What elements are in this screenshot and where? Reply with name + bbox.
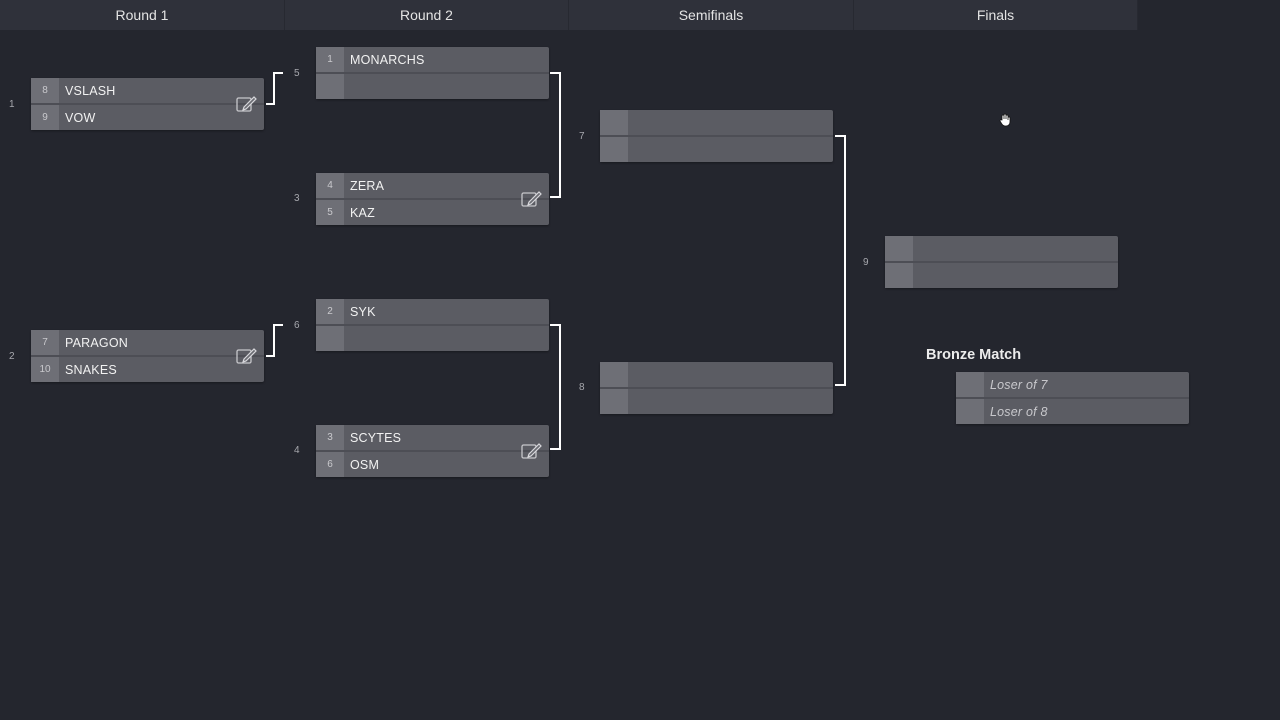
seed-number: 7 <box>31 330 59 355</box>
match-1[interactable]: 8 VSLASH 9 VOW <box>31 78 264 130</box>
match-slot-top[interactable]: 4 ZERA <box>316 173 549 198</box>
match-slot-bottom[interactable] <box>600 389 833 414</box>
match-slot-bottom[interactable] <box>316 326 549 351</box>
seed-number <box>316 74 344 99</box>
seed-number: 1 <box>316 47 344 72</box>
slot-divider <box>885 261 1118 263</box>
bronze-match[interactable]: Loser of 7 Loser of 8 <box>956 372 1189 424</box>
match-number-6: 6 <box>294 320 300 331</box>
slot-divider <box>316 72 549 74</box>
seed-number: 8 <box>31 78 59 103</box>
match-slot-top[interactable]: 2 SYK <box>316 299 549 324</box>
slot-divider <box>956 397 1189 399</box>
team-name: PARAGON <box>65 335 128 350</box>
match-slot-bottom[interactable]: 9 VOW <box>31 105 264 130</box>
match-4[interactable]: 3 SCYTES 6 OSM <box>316 425 549 477</box>
round-header-round-2: Round 2 <box>285 0 569 30</box>
match-slot-bottom[interactable]: 10 SNAKES <box>31 357 264 382</box>
match-number-1: 1 <box>9 99 15 110</box>
seed-number <box>600 389 628 414</box>
match-6[interactable]: 2 SYK <box>316 299 549 351</box>
match-number-9: 9 <box>863 257 869 268</box>
match-slot-top[interactable]: 7 PARAGON <box>31 330 264 355</box>
slot-divider <box>316 450 549 452</box>
edit-pencil-icon[interactable] <box>520 189 542 209</box>
team-name: MONARCHS <box>350 52 425 67</box>
team-name: SYK <box>350 304 376 319</box>
seed-number <box>956 372 984 397</box>
seed-number <box>885 263 913 288</box>
edit-pencil-icon[interactable] <box>235 346 257 366</box>
match-slot-bottom[interactable] <box>600 137 833 162</box>
slot-divider <box>600 135 833 137</box>
slot-divider <box>31 355 264 357</box>
match-7[interactable] <box>600 110 833 162</box>
seed-number <box>316 326 344 351</box>
team-name: KAZ <box>350 205 375 220</box>
team-name: ZERA <box>350 178 385 193</box>
match-number-3: 3 <box>294 193 300 204</box>
seed-number: 10 <box>31 357 59 382</box>
match-slot-bottom[interactable]: Loser of 8 <box>956 399 1189 424</box>
bronze-match-title: Bronze Match <box>926 347 1022 363</box>
match-9[interactable] <box>885 236 1118 288</box>
match-number-7: 7 <box>579 131 585 142</box>
match-5[interactable]: 1 MONARCHS <box>316 47 549 99</box>
match-number-5: 5 <box>294 68 300 79</box>
hand-cursor-icon <box>999 113 1011 127</box>
seed-number: 2 <box>316 299 344 324</box>
team-name: SCYTES <box>350 430 402 445</box>
round-header-semifinals: Semifinals <box>569 0 854 30</box>
team-name-placeholder: Loser of 8 <box>990 404 1048 419</box>
team-name-placeholder: Loser of 7 <box>990 377 1048 392</box>
team-name: OSM <box>350 457 380 472</box>
seed-number <box>956 399 984 424</box>
match-slot-top[interactable] <box>885 236 1118 261</box>
team-name: VOW <box>65 110 96 125</box>
slot-divider <box>600 387 833 389</box>
match-slot-top[interactable]: 1 MONARCHS <box>316 47 549 72</box>
match-slot-bottom[interactable]: 5 KAZ <box>316 200 549 225</box>
slot-divider <box>31 103 264 105</box>
match-slot-top[interactable] <box>600 110 833 135</box>
seed-number: 3 <box>316 425 344 450</box>
match-number-8: 8 <box>579 382 585 393</box>
match-8[interactable] <box>600 362 833 414</box>
edit-pencil-icon[interactable] <box>235 94 257 114</box>
edit-pencil-icon[interactable] <box>520 441 542 461</box>
connector-m5-m3-m7 <box>550 72 561 198</box>
match-slot-top[interactable]: 3 SCYTES <box>316 425 549 450</box>
seed-number <box>600 362 628 387</box>
seed-number: 6 <box>316 452 344 477</box>
match-slot-top[interactable] <box>600 362 833 387</box>
connector-m6-m4-m8 <box>550 324 561 450</box>
match-3[interactable]: 4 ZERA 5 KAZ <box>316 173 549 225</box>
slot-divider <box>316 198 549 200</box>
match-number-4: 4 <box>294 445 300 456</box>
match-2[interactable]: 7 PARAGON 10 SNAKES <box>31 330 264 382</box>
seed-number: 5 <box>316 200 344 225</box>
match-slot-bottom[interactable] <box>316 74 549 99</box>
connector-m7-m8-m9 <box>835 135 846 386</box>
connector-m2-m6 <box>266 324 283 357</box>
seed-number <box>600 137 628 162</box>
round-header-round-1: Round 1 <box>0 0 285 30</box>
slot-divider <box>316 324 549 326</box>
match-slot-bottom[interactable]: 6 OSM <box>316 452 549 477</box>
connector-m1-m5 <box>266 72 283 105</box>
seed-number: 9 <box>31 105 59 130</box>
match-slot-top[interactable]: Loser of 7 <box>956 372 1189 397</box>
seed-number: 4 <box>316 173 344 198</box>
team-name: SNAKES <box>65 362 117 377</box>
seed-number <box>600 110 628 135</box>
round-header-finals: Finals <box>854 0 1138 30</box>
match-number-2: 2 <box>9 351 15 362</box>
match-slot-top[interactable]: 8 VSLASH <box>31 78 264 103</box>
seed-number <box>885 236 913 261</box>
match-slot-bottom[interactable] <box>885 263 1118 288</box>
team-name: VSLASH <box>65 83 116 98</box>
